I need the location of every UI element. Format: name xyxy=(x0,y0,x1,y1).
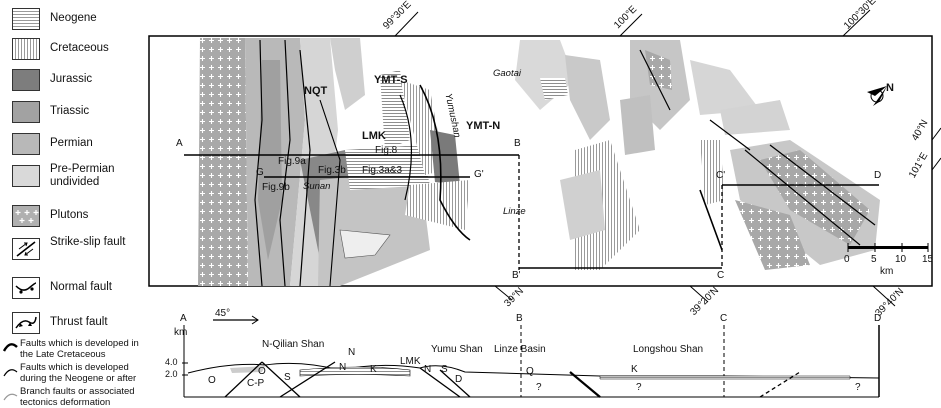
legend-label: Thrust fault xyxy=(50,316,108,328)
permian-swatch xyxy=(12,133,40,155)
cross-section xyxy=(182,315,880,398)
coordinate-ticks xyxy=(394,9,941,307)
xsec-unit: K xyxy=(370,364,377,375)
scale-tick-10: 10 xyxy=(895,254,907,265)
label-gaotai: Gaotai xyxy=(493,68,521,79)
xsec-n-qilian-shan: N-Qilian Shan xyxy=(262,339,325,350)
section-point-a: A xyxy=(176,138,183,149)
thrust-swatch xyxy=(12,312,40,334)
strike-slip-swatch xyxy=(12,238,40,260)
neogene-fault-icon xyxy=(3,369,18,377)
label-ymt-n: YMT-N xyxy=(466,120,501,132)
normal-fault-icon xyxy=(15,282,37,294)
xsec-end-b: B xyxy=(516,313,523,324)
xsec-end-a: A xyxy=(180,313,187,324)
legend-label: Normal fault xyxy=(50,281,112,293)
section-point-g-prime: G' xyxy=(474,169,484,180)
xsec-linze-basin: Linze Basin xyxy=(494,344,546,355)
plutons-pattern xyxy=(15,210,39,223)
xsec-end-d: D xyxy=(874,313,882,324)
label-lmk: LMK xyxy=(362,130,386,142)
label-ymt-s: YMT-S xyxy=(374,74,408,86)
xsec-angle: 45° xyxy=(215,308,231,319)
xsec-unit: N xyxy=(339,362,347,373)
xsec-unit: O xyxy=(208,375,216,386)
faults xyxy=(254,39,876,287)
legend-label: Permian xyxy=(50,137,93,149)
xsec-elev-4: 4.0 xyxy=(165,357,178,367)
scale-tick-0: 0 xyxy=(844,254,850,265)
xsec-unit: Q xyxy=(526,366,534,377)
triassic-swatch xyxy=(12,101,40,123)
xsec-unit: O xyxy=(258,366,266,377)
cretaceous-fault-icon xyxy=(2,343,18,352)
xsec-unit: ? xyxy=(536,382,542,393)
strike-slip-icon xyxy=(16,241,36,257)
label-fig3b: Fig.3b xyxy=(318,165,346,176)
neogene-swatch xyxy=(12,8,40,30)
section-lines xyxy=(184,154,879,270)
xsec-unit: N xyxy=(348,347,356,358)
scale-bar xyxy=(847,243,929,252)
legend-label: Strike-slip fault xyxy=(50,236,126,248)
linze-block xyxy=(515,40,760,270)
legend-label: Jurassic xyxy=(50,73,93,85)
section-point-g: G xyxy=(256,167,264,178)
pre-permian-swatch xyxy=(12,165,40,187)
cretaceous-swatch xyxy=(12,38,40,60)
scale-unit: km xyxy=(880,266,894,277)
section-point-c: C xyxy=(717,270,725,281)
jurassic-swatch xyxy=(12,69,40,91)
xsec-unit: ? xyxy=(636,382,642,393)
legend-label: Neogene xyxy=(50,12,97,24)
normal-swatch xyxy=(12,277,40,299)
legend-label: Pre-Permian undivided xyxy=(50,163,115,188)
legend-label: Triassic xyxy=(50,105,90,117)
label-fig3ab: Fig.3a&3 xyxy=(362,165,403,176)
xsec-longshou-shan: Longshou Shan xyxy=(633,344,704,355)
xsec-unit: D xyxy=(455,374,463,385)
xsec-unit: C-P xyxy=(247,378,265,389)
plutons-swatch xyxy=(12,205,40,227)
label-fig8: Fig.8 xyxy=(375,145,398,156)
xsec-unit: ? xyxy=(855,382,861,393)
north-arrow-icon xyxy=(867,86,887,106)
scale-tick-15: 15 xyxy=(922,254,934,265)
legend-label: Cretaceous xyxy=(50,42,109,54)
legend: Neogene Cretaceous Jurassic Triassic Per… xyxy=(0,0,145,300)
branch-fault-icon xyxy=(3,393,18,401)
xsec-elev-2: 2.0 xyxy=(165,369,178,379)
fault-note-branch: Branch faults or associated tectonics de… xyxy=(20,386,135,408)
north-label: N xyxy=(886,82,894,94)
section-point-d: D xyxy=(874,170,882,181)
longshou-block xyxy=(720,100,880,270)
section-point-c-prime: C' xyxy=(716,170,726,181)
xsec-unit: N xyxy=(424,364,432,375)
xsec-km: km xyxy=(174,327,188,338)
thrust-fault-icon xyxy=(15,316,37,329)
label-sunan: Sunan xyxy=(303,181,331,192)
section-point-b-prime: B' xyxy=(512,270,521,281)
xsec-unit: LMK xyxy=(400,356,421,367)
section-point-b: B xyxy=(514,138,521,149)
xsec-unit: S xyxy=(284,372,291,383)
xsec-end-c: C xyxy=(720,313,728,324)
xsec-unit: K xyxy=(631,364,638,375)
fault-note-cretaceous: Faults which is developed in the Late Cr… xyxy=(20,338,139,360)
fault-note-neogene: Faults which is developed during the Neo… xyxy=(20,362,137,384)
xsec-yumu-shan: Yumu Shan xyxy=(431,344,483,355)
label-linze: Linze xyxy=(503,206,526,217)
label-nqt: NQT xyxy=(304,85,328,97)
label-fig9a: Fig.9a xyxy=(278,156,306,167)
xsec-unit: S xyxy=(441,364,448,375)
label-fig9b: Fig.9b xyxy=(262,182,290,193)
scale-tick-5: 5 xyxy=(871,254,877,265)
legend-label: Plutons xyxy=(50,209,89,221)
fault-note-icons xyxy=(2,343,18,401)
